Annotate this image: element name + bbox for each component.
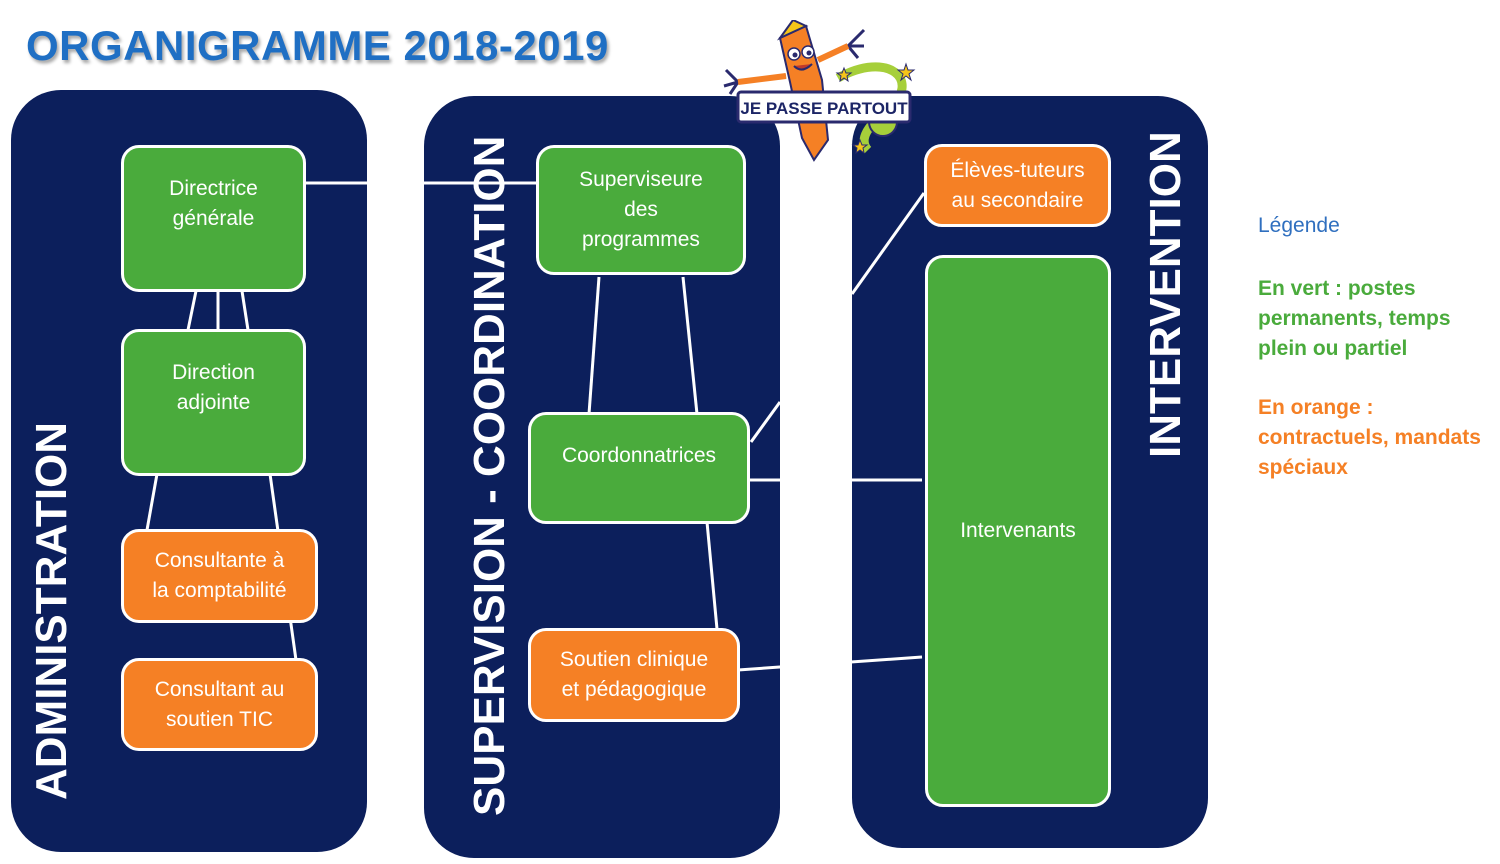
- connector-superviseure-coord-2: [681, 276, 699, 415]
- connector-directrice-adjointe-1: [186, 290, 198, 331]
- node-consultant-tic: Consultant au soutien TIC: [121, 658, 318, 751]
- node-directrice-generale: Directrice générale: [121, 145, 306, 292]
- logo-text: JE PASSE PARTOUT: [740, 99, 908, 118]
- passe-partout-logo: JE PASSE PARTOUT: [723, 20, 916, 162]
- connector-soutien-intervenants: [737, 655, 923, 672]
- supervision-coordination-label: SUPERVISION - COORDINATION: [465, 135, 514, 816]
- legend-orange-entry: En orange : contractuels, mandats spécia…: [1258, 396, 1481, 479]
- connector-coord-intervention: [749, 401, 782, 443]
- node-label: Élèves-tuteurs au secondaire: [950, 158, 1085, 212]
- connector-superviseure-coord-1: [587, 276, 601, 415]
- node-label: Soutien clinique et pédagogique: [559, 648, 709, 701]
- page-title: ORGANIGRAMME 2018-2019: [26, 22, 609, 69]
- connector-directrice-adjointe-3: [240, 290, 250, 331]
- node-soutien-clinique: Soutien clinique et pédagogique: [528, 628, 740, 722]
- node-superviseure-programmes: Superviseure des programmes: [536, 145, 746, 275]
- node-label: Direction adjointe: [172, 361, 255, 414]
- node-label: Superviseure des programmes: [579, 168, 703, 251]
- legend-green-entry: En vert : postes permanents, temps plein…: [1258, 277, 1451, 360]
- legend-title: Légende: [1258, 214, 1340, 237]
- connector-adjointe-compta: [145, 473, 159, 531]
- node-direction-adjointe: Direction adjointe: [121, 329, 306, 476]
- connector-intervention-eleves: [850, 192, 926, 295]
- node-eleves-tuteurs: Élèves-tuteurs au secondaire: [924, 144, 1111, 227]
- node-consultante-comptabilite: Consultante à la comptabilité: [121, 529, 318, 623]
- node-coordonnatrices: Coordonnatrices: [528, 412, 750, 524]
- node-intervenants: Intervenants: [925, 255, 1111, 807]
- administration-label: ADMINISTRATION: [27, 421, 76, 800]
- connector-coord-soutien: [705, 521, 719, 630]
- node-label: Coordonnatrices: [561, 444, 717, 467]
- node-label: Consultante à la comptabilité: [152, 549, 287, 602]
- node-label: Consultant au soutien TIC: [154, 677, 285, 731]
- intervention-label: INTERVENTION: [1141, 131, 1190, 458]
- node-label: Directrice générale: [169, 177, 258, 230]
- node-label: Intervenants: [960, 519, 1076, 542]
